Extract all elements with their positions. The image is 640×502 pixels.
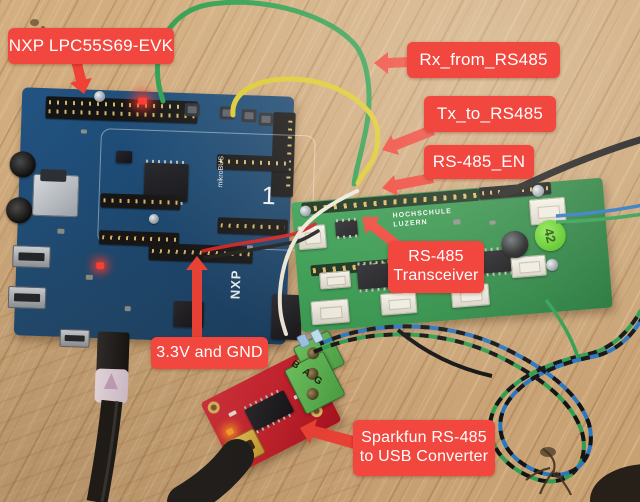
power-pin-header (148, 242, 253, 264)
nxp-logo: NXP (227, 269, 244, 300)
push-button (219, 106, 235, 120)
label-converter: Sparkfun RS-485 to USB Converter (353, 420, 495, 476)
edge-connector (270, 294, 303, 341)
socket-number-silkscreen: 1 (261, 181, 277, 211)
table-debris-speck (30, 19, 39, 26)
audio-jack (5, 196, 33, 224)
lpc55s69-evk-board: mikroBUS 1 NXP (5, 87, 316, 352)
cable-arrow-logo (103, 372, 119, 390)
micro-usb-port (12, 245, 51, 269)
table-debris-speck (41, 26, 45, 29)
mounting-screw (531, 184, 545, 198)
label-tx: Tx_to_RS485 (424, 96, 556, 132)
red-led (96, 262, 105, 270)
mounting-screw (545, 258, 559, 272)
rs485-transceiver-chip (334, 217, 359, 240)
red-led (137, 97, 148, 105)
label-rx: Rx_from_RS485 (407, 42, 560, 78)
socket-header (217, 217, 288, 236)
converter-ic-chip (243, 387, 295, 434)
jst-connector (310, 298, 351, 326)
micro-usb-port (7, 285, 47, 310)
mounting-hole (205, 399, 222, 416)
mikrobus-header (100, 193, 181, 210)
socket-header (216, 154, 290, 172)
orange-led (225, 427, 235, 437)
trimmer-sticker: 42 (533, 218, 567, 253)
label-transceiver: RS-485 Transceiver (388, 241, 484, 293)
pin-header (45, 96, 199, 124)
micro-usb-port (59, 328, 90, 348)
label-evk: NXP LPC55S69-EVK (8, 28, 174, 64)
sd-card-slot (31, 169, 80, 218)
jst-connector (318, 270, 352, 290)
jst-connector (379, 291, 418, 316)
jst-connector (510, 254, 547, 279)
push-button (241, 108, 257, 123)
push-button (258, 112, 274, 127)
audio-jack (9, 150, 37, 178)
jst-connector (297, 224, 328, 251)
mikrobus-silkscreen: mikroBUS (217, 155, 226, 188)
mounting-screw (299, 205, 312, 218)
ic-chip (173, 300, 205, 328)
usb-cable-strain-relief (94, 368, 129, 404)
push-button (184, 103, 200, 117)
label-power: 3.3V and GND (151, 337, 268, 369)
label-en: RS-485_EN (424, 145, 534, 179)
